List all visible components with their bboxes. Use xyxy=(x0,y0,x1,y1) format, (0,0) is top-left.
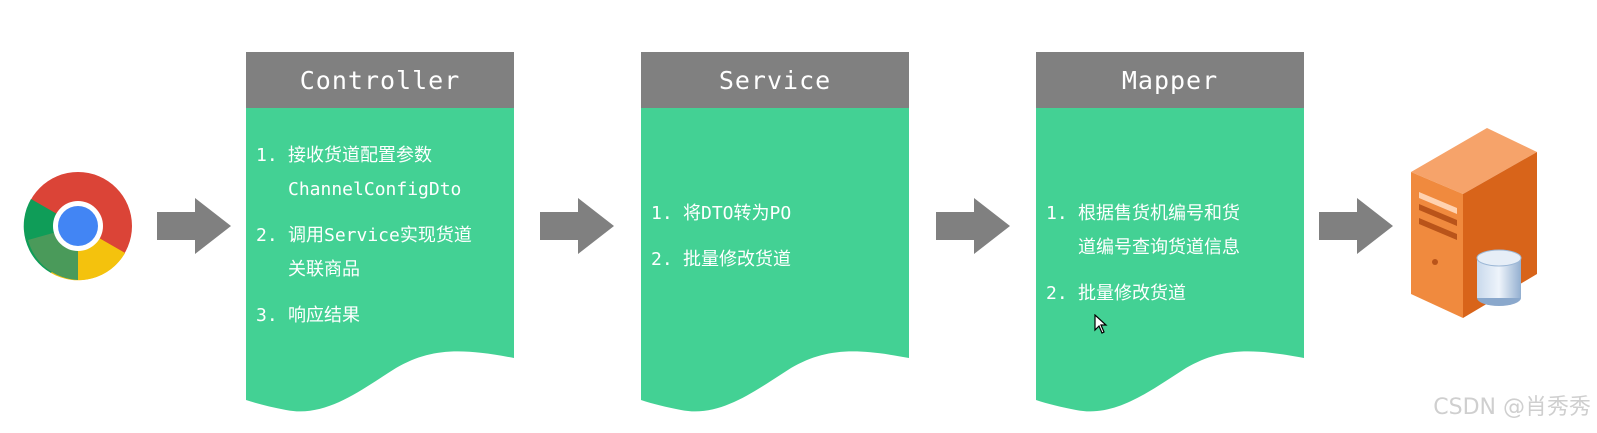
item-text: 响应结果 xyxy=(288,299,360,333)
item-text-line: 道编号查询货道信息 xyxy=(1078,237,1240,258)
item-number: 2. xyxy=(1046,283,1068,304)
chrome-browser-icon xyxy=(22,170,134,282)
service-card: Service 1. 将DTO转为PO 2. 批量修改货道 xyxy=(641,52,909,418)
arrow-right-icon xyxy=(936,198,1010,254)
list-item: 1. 根据售货机编号和货道编号查询货道信息 xyxy=(1046,197,1301,265)
item-text-line: 批量修改货道 xyxy=(683,249,791,270)
item-text: 将DTO转为PO xyxy=(683,197,791,231)
item-text-line: 接收货道配置参数 xyxy=(288,145,432,166)
list-item: 2. 批量修改货道 xyxy=(651,243,906,277)
list-item: 1. 将DTO转为PO xyxy=(651,197,906,231)
item-text-line: 将DTO转为PO xyxy=(683,203,792,224)
card-body: 1. 接收货道配置参数 ChannelConfigDto 2. 调用Service实现货… xyxy=(246,108,514,418)
item-text-line: 批量修改货道 xyxy=(1078,283,1186,304)
item-text-line: 调用Service实现货道 xyxy=(288,225,472,246)
item-text: 接收货道配置参数 ChannelConfigDto xyxy=(288,139,461,207)
mapper-card: Mapper 1. 根据售货机编号和货道编号查询货道信息 2. 批量修改货道 xyxy=(1036,52,1304,418)
card-body: 1. 根据售货机编号和货道编号查询货道信息 2. 批量修改货道 xyxy=(1036,108,1304,418)
item-text: 批量修改货道 xyxy=(1078,277,1186,311)
item-text: 批量修改货道 xyxy=(683,243,791,277)
item-number: 3. xyxy=(256,305,278,326)
card-title: Controller xyxy=(246,52,514,108)
item-number: 1. xyxy=(651,203,673,224)
item-number: 1. xyxy=(1046,203,1068,224)
item-text-line: 根据售货机编号和货 xyxy=(1078,203,1240,224)
watermark: CSDN @肖秀秀 xyxy=(1433,395,1591,420)
item-text-line: ChannelConfigDto xyxy=(288,179,462,200)
card-title: Mapper xyxy=(1036,52,1304,108)
item-number: 2. xyxy=(256,225,278,246)
list-item: 2. 批量修改货道 xyxy=(1046,277,1301,311)
arrow-right-icon xyxy=(157,198,231,254)
server-database-icon xyxy=(1405,122,1545,322)
list-item: 3. 响应结果 xyxy=(256,299,511,333)
controller-card: Controller 1. 接收货道配置参数 ChannelConfigDto 2. 调… xyxy=(246,52,514,418)
item-number: 1. xyxy=(256,145,278,166)
mouse-cursor-icon xyxy=(1094,314,1108,334)
card-body: 1. 将DTO转为PO 2. 批量修改货道 xyxy=(641,108,909,418)
item-text: 根据售货机编号和货道编号查询货道信息 xyxy=(1078,197,1240,265)
item-text: 调用Service实现货道关联商品 xyxy=(288,219,472,287)
arrow-right-icon xyxy=(540,198,614,254)
item-number: 2. xyxy=(651,249,673,270)
card-title: Service xyxy=(641,52,909,108)
list-item: 2. 调用Service实现货道关联商品 xyxy=(256,219,511,287)
list-item: 1. 接收货道配置参数 ChannelConfigDto xyxy=(256,139,511,207)
item-text-line: 关联商品 xyxy=(288,259,360,280)
item-text-line: 响应结果 xyxy=(288,305,360,326)
arrow-right-icon xyxy=(1319,198,1393,254)
